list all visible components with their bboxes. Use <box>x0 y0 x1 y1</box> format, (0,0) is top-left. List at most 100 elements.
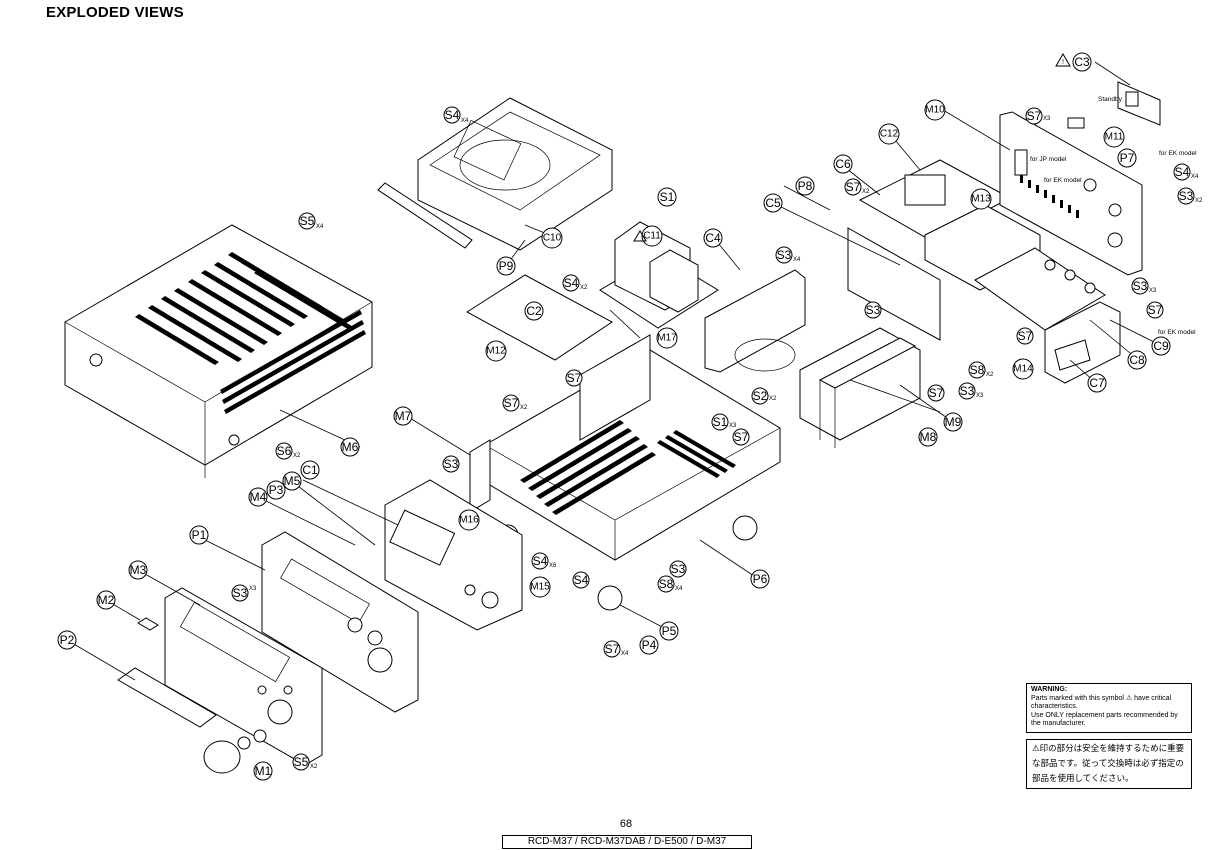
callout-s3e: S3 <box>864 301 882 319</box>
main-chassis <box>469 334 781 611</box>
svg-text:P4: P4 <box>642 638 657 652</box>
callout-s7a: S7 <box>565 369 583 387</box>
warning-line-1: Parts marked with this symbol ⚠ have cri… <box>1031 694 1172 711</box>
svg-text:S4: S4 <box>533 554 548 568</box>
input-board <box>974 247 1106 331</box>
svg-text:X3: X3 <box>976 393 984 399</box>
svg-text:X4: X4 <box>793 257 801 263</box>
svg-text:P9: P9 <box>499 259 514 273</box>
svg-text:X4: X4 <box>1191 174 1199 180</box>
callout-c5: C5 <box>763 193 783 213</box>
callout-m14: M14 <box>1012 358 1034 380</box>
svg-text:S4: S4 <box>1175 165 1190 179</box>
cd-mechanism <box>377 97 613 251</box>
callout-m12: M12 <box>485 340 507 362</box>
callout-m10: M10 <box>924 99 946 121</box>
callout-m6: M6 <box>340 437 360 457</box>
svg-text:S7: S7 <box>846 180 861 194</box>
page-title: EXPLODED VIEWS <box>46 4 184 21</box>
note-standby: Standby <box>1098 96 1123 103</box>
ac-inlet <box>1067 81 1161 129</box>
svg-text:C2: C2 <box>526 304 542 318</box>
svg-text:S7: S7 <box>929 386 944 400</box>
svg-text:S7: S7 <box>605 642 620 656</box>
leader-lines <box>66 61 1161 681</box>
svg-text:S1: S1 <box>713 415 728 429</box>
svg-text:S4: S4 <box>564 276 579 290</box>
callout-s3a: S3 <box>442 455 460 473</box>
svg-text:C10: C10 <box>543 233 562 244</box>
svg-text:S3: S3 <box>444 457 459 471</box>
svg-text:P1: P1 <box>192 528 207 542</box>
callout-c2: C2 <box>524 301 544 321</box>
callout-s7h: S7 <box>1016 327 1034 345</box>
callout-m11: M11 <box>1103 126 1125 148</box>
svg-text:M11: M11 <box>1105 132 1124 143</box>
svg-text:C3: C3 <box>1074 55 1090 69</box>
callout-p4: P4 <box>639 635 659 655</box>
callout-m1: M1 <box>253 761 273 781</box>
svg-text:S3: S3 <box>1133 279 1148 293</box>
svg-text:M2: M2 <box>98 593 115 607</box>
callout-p7: P7 <box>1117 148 1137 168</box>
note-ek-model: for EK model <box>1044 177 1082 184</box>
svg-text:S7: S7 <box>504 396 519 410</box>
callout-c11: C11 <box>641 225 663 247</box>
callout-m4: M4 <box>248 487 268 507</box>
callout-s3c: S3 <box>669 560 687 578</box>
front-subchassis <box>261 531 419 713</box>
svg-text:S3: S3 <box>777 248 792 262</box>
svg-text:M13: M13 <box>971 194 991 205</box>
svg-text:M6: M6 <box>342 440 359 454</box>
callout-m5: M5 <box>282 471 302 491</box>
svg-text:M4: M4 <box>250 490 267 504</box>
svg-text:S1: S1 <box>660 190 675 204</box>
svg-text:S2: S2 <box>753 389 768 403</box>
callout-c6: C6 <box>833 154 853 174</box>
svg-text:S3: S3 <box>960 384 975 398</box>
page-number: 68 <box>619 818 633 830</box>
svg-text:S8: S8 <box>970 363 985 377</box>
svg-text:X2: X2 <box>293 453 301 459</box>
svg-text:S3: S3 <box>1179 189 1194 203</box>
svg-text:P2: P2 <box>60 633 75 647</box>
callout-p1: P1 <box>189 525 209 545</box>
svg-text:S7: S7 <box>1018 329 1033 343</box>
callout-c12: C12 <box>878 123 900 145</box>
svg-text:M7: M7 <box>395 409 412 423</box>
callout-m15: M15 <box>529 576 551 598</box>
svg-text:C5: C5 <box>765 196 781 210</box>
callout-c3: C3 <box>1072 52 1092 72</box>
note-ek-model: for EK model <box>1159 150 1197 157</box>
svg-text:C1: C1 <box>302 463 318 477</box>
svg-text:C12: C12 <box>880 129 899 140</box>
callout-p9: P9 <box>496 256 516 276</box>
svg-text:S5: S5 <box>294 755 309 769</box>
callout-m16: M16 <box>458 509 480 531</box>
callout-s7g: S7 <box>927 384 945 402</box>
warning-line-2: Use ONLY replacement parts recommended b… <box>1031 711 1178 728</box>
svg-text:X4: X4 <box>316 224 324 230</box>
svg-text:X3: X3 <box>729 423 737 429</box>
heatsink-assembly <box>799 327 921 448</box>
svg-text:M10: M10 <box>925 105 945 116</box>
svg-text:M12: M12 <box>486 346 506 357</box>
svg-text:P7: P7 <box>1120 151 1135 165</box>
svg-text:S7: S7 <box>567 371 582 385</box>
callout-m2: M2 <box>96 590 116 610</box>
svg-text:P6: P6 <box>753 572 768 586</box>
svg-text:X2: X2 <box>520 405 528 411</box>
svg-text:X2: X2 <box>862 189 870 195</box>
svg-text:S4: S4 <box>574 573 589 587</box>
